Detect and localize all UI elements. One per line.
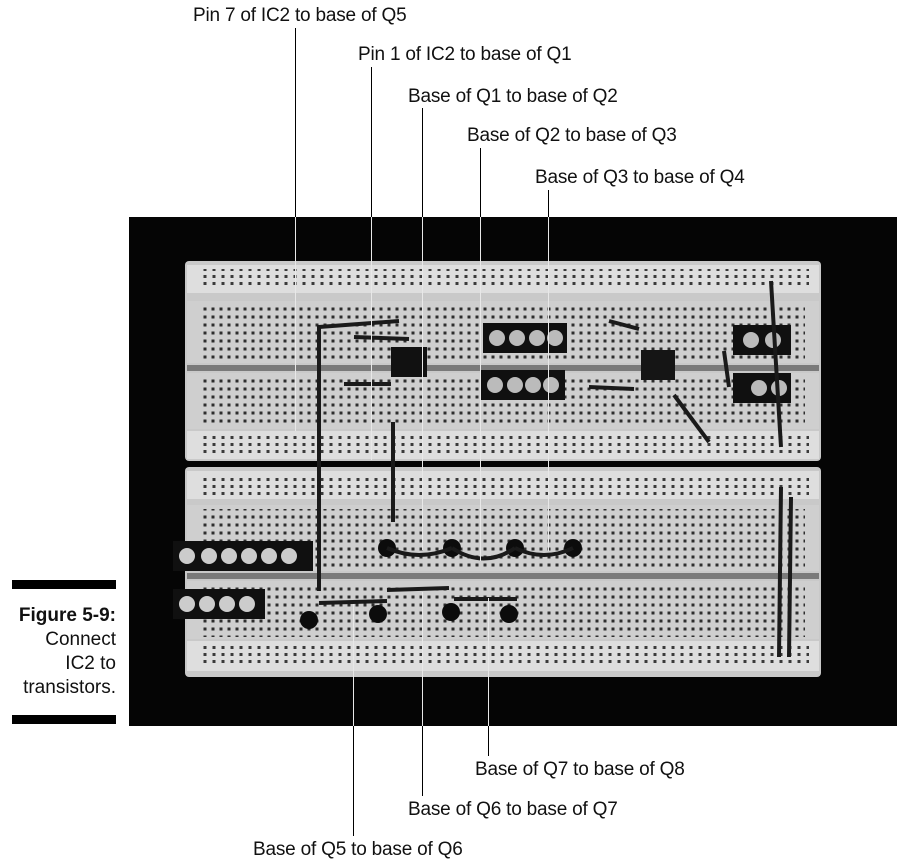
leader-line-q5-q6-photo [353,604,354,726]
figure-bottom-rule [12,715,116,724]
callout-q7-q8: Base of Q7 to base of Q8 [475,759,685,780]
leader-line-q7-q8-photo [488,598,489,726]
leader-line-pin1-photo [371,217,372,460]
callout-q5-q6: Base of Q5 to base of Q6 [253,839,463,860]
leader-line-q1-q2 [422,108,423,217]
leader-line-q2-q3-photo [480,217,481,561]
figure-top-rule [12,580,116,589]
leader-line-q1-q2-photo [422,217,423,550]
figure-number: Figure 5-9: [18,605,116,626]
callout-q2-q3: Base of Q2 to base of Q3 [467,125,677,146]
screw-terminal-icon [173,323,791,619]
callout-q1-q2: Base of Q1 to base of Q2 [408,86,618,107]
breadboard-photo [129,217,897,726]
leader-line-q3-q4 [548,190,549,217]
callout-pin1-ic2-q1: Pin 1 of IC2 to base of Q1 [358,44,572,65]
callout-pin7-ic2-q5: Pin 7 of IC2 to base of Q5 [193,5,407,26]
leader-line-pin1 [371,67,372,217]
figure-caption-line-2: IC2 to [65,653,116,674]
figure-caption-line-3: transistors. [23,677,116,698]
ic-chip-icon [391,347,675,380]
leader-line-q6-q7-photo [422,592,423,726]
figure-caption-line-1: Connect [45,629,116,650]
leader-line-q5-q6 [353,726,354,836]
leader-line-q3-q4-photo [548,217,549,551]
leader-line-pin7 [295,28,296,217]
leader-line-q7-q8 [488,726,489,756]
figure-caption: Figure 5-9: Connect IC2 to transistors. [19,604,116,700]
leader-line-q2-q3 [480,148,481,217]
leader-line-pin7-photo [295,217,296,431]
callout-q3-q4: Base of Q3 to base of Q4 [535,167,745,188]
callout-q6-q7: Base of Q6 to base of Q7 [408,799,618,820]
leader-line-q6-q7 [422,726,423,796]
breadboard-illustration [173,261,821,677]
lower-breadboard [185,467,821,677]
jumper-wires [317,280,793,658]
